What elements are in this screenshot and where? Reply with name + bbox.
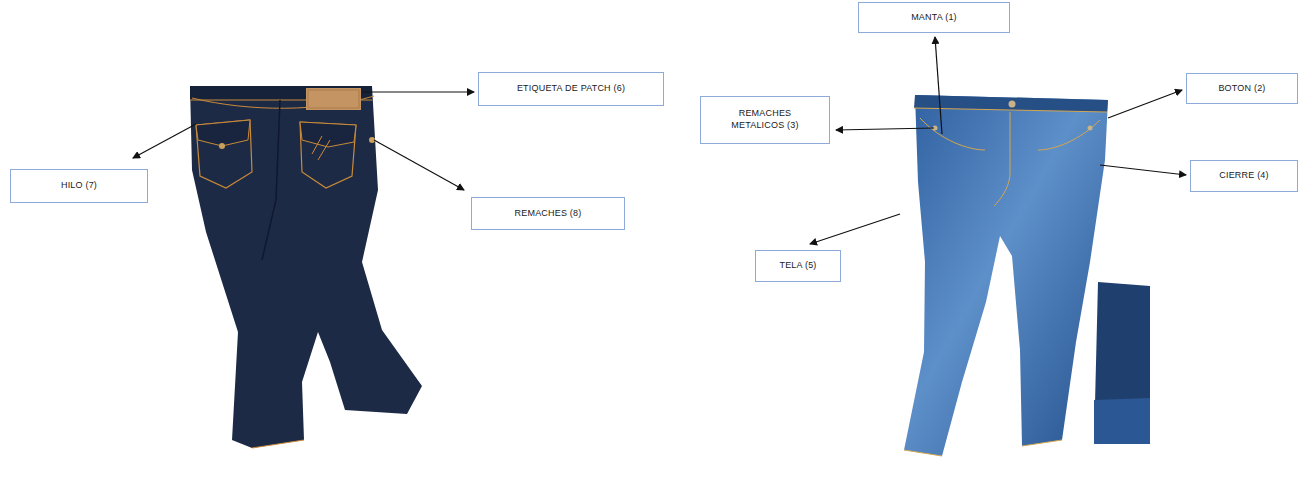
callout-label: CIERRE (4) (1219, 170, 1269, 182)
callout-box: TELA (5) (755, 250, 841, 282)
callout-label: HILO (7) (61, 180, 97, 192)
callout-box: HILO (7) (10, 169, 148, 203)
dark-jeans (190, 86, 422, 448)
callout-box: REMACHES METALICOS (3) (700, 96, 830, 144)
callout-box: REMACHES (8) (471, 197, 625, 230)
callout-box: CIERRE (4) (1190, 160, 1298, 192)
callout-label: REMACHES METALICOS (3) (720, 108, 810, 131)
callout-label: TELA (5) (779, 260, 816, 272)
leader-lines (133, 37, 1186, 244)
callout-label: BOTON (2) (1218, 83, 1265, 95)
callout-label: REMACHES (8) (515, 208, 582, 220)
callout-box: ETIQUETA DE PATCH (6) (478, 72, 664, 106)
callout-label: ETIQUETA DE PATCH (6) (517, 83, 625, 95)
callout-box: MANTA (1) (858, 2, 1010, 33)
callout-label: MANTA (1) (911, 12, 957, 24)
callout-box: BOTON (2) (1186, 73, 1298, 104)
blue-jeans (904, 95, 1150, 456)
